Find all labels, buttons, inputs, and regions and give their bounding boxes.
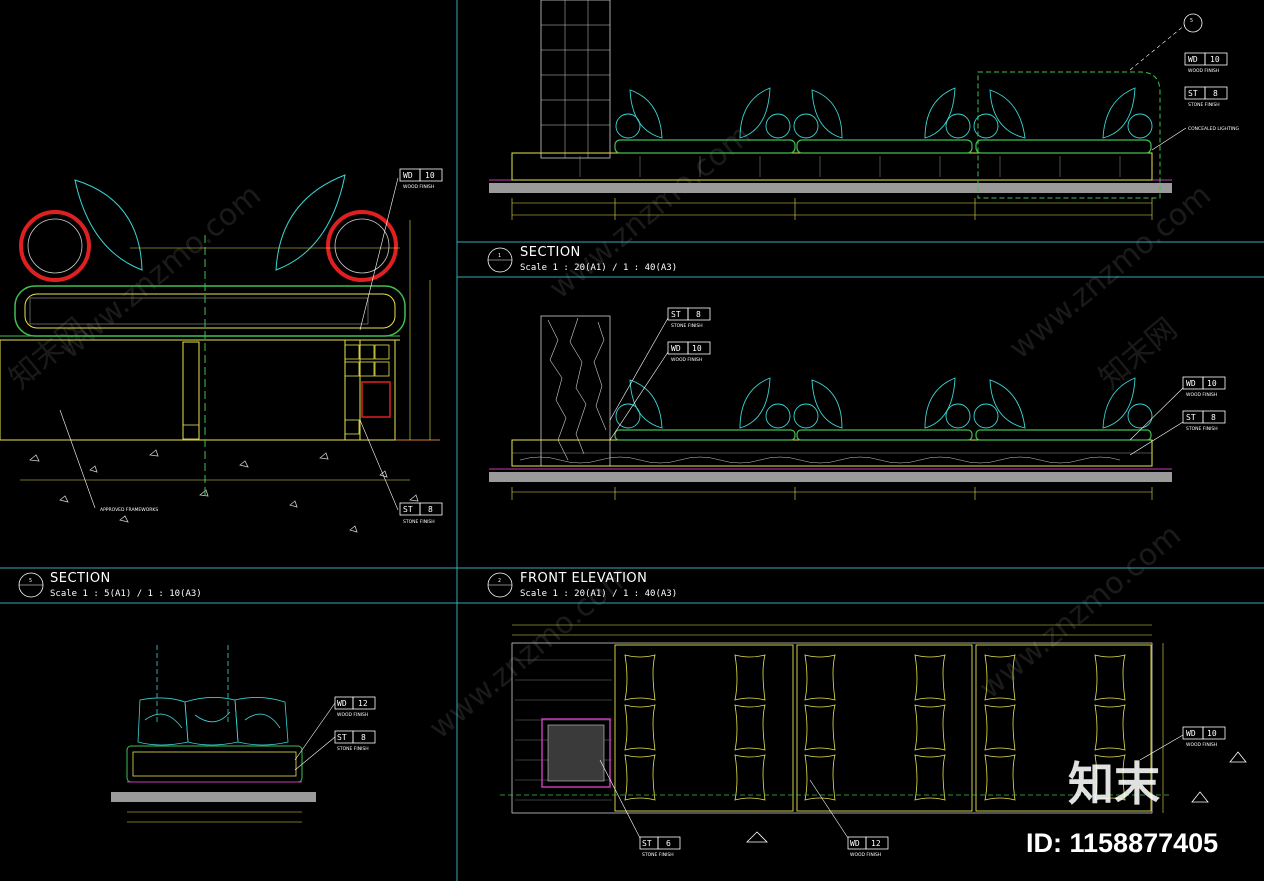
- tag-number: 8: [428, 505, 433, 514]
- tag-description: WOOD FINISH: [671, 357, 702, 363]
- view-title-section-1: 1 SECTION Scale 1 : 20(A1) / 1 : 40(A3): [487, 245, 677, 273]
- tag-wood-finish-mid: WD 10 WOOD FINISH: [667, 341, 711, 363]
- small-section-drawing: [111, 645, 336, 823]
- tag-number: 10: [425, 171, 435, 180]
- section-1-drawing: 5: [489, 0, 1203, 220]
- tag-description: STONE FINISH: [403, 519, 435, 525]
- tag-description: STONE FINISH: [1188, 102, 1220, 108]
- detail-callout-number: 5: [1190, 18, 1193, 24]
- view-scale: Scale 1 : 5(A1) / 1 : 10(A3): [50, 589, 202, 599]
- tag-description: STONE FINISH: [642, 852, 674, 858]
- tag-description: STONE FINISH: [337, 746, 369, 752]
- tag-description: WOOD FINISH: [1186, 742, 1217, 748]
- front-elevation-drawing: [500, 624, 1247, 843]
- watermark-id: ID: 1158877405: [1026, 828, 1218, 858]
- tag-stone-finish-top: ST 8 STONE FINISH: [1184, 86, 1228, 108]
- tag-description: STONE FINISH: [1186, 426, 1218, 432]
- tag-stone-finish-mid: ST 8 STONE FINISH: [667, 307, 711, 329]
- tag-type: ST: [642, 839, 652, 848]
- tag-description: WOOD FINISH: [337, 712, 368, 718]
- tag-wood-finish-elev: WD 12 WOOD FINISH: [847, 836, 889, 858]
- tag-type: WD: [850, 839, 860, 848]
- tag-number: 8: [696, 310, 701, 319]
- section-2-drawing: [489, 315, 1184, 500]
- tag-type: ST: [671, 310, 681, 319]
- tag-description: STONE FINISH: [671, 323, 703, 329]
- view-title-front-elevation: 2 FRONT ELEVATION Scale 1 : 20(A1) / 1 :…: [487, 571, 677, 599]
- tag-number: 10: [1207, 379, 1217, 388]
- tag-stone-finish-elev: ST 6 STONE FINISH: [639, 836, 681, 858]
- view-title-section-5: 5 SECTION Scale 1 : 5(A1) / 1 : 10(A3): [18, 571, 202, 599]
- tag-description: WOOD FINISH: [1186, 392, 1217, 398]
- watermark-logo: 知末: [1068, 757, 1160, 811]
- tag-number: 8: [1211, 413, 1216, 422]
- tag-wood-finish-top: WD 10 WOOD FINISH: [1184, 52, 1228, 74]
- view-scale: Scale 1 : 20(A1) / 1 : 40(A3): [520, 589, 677, 599]
- section-5-drawing: [0, 174, 440, 533]
- tag-wood-finish-elev-right: WD 10 WOOD FINISH: [1182, 726, 1226, 748]
- concealed-lighting-note: CONCEALED LIGHTING: [1188, 126, 1240, 132]
- tag-wood-finish-left: WD 10 WOOD FINISH: [399, 168, 443, 190]
- tag-description: WOOD FINISH: [403, 184, 434, 190]
- tag-type: ST: [337, 733, 347, 742]
- tag-type: WD: [337, 699, 347, 708]
- tag-number: 8: [361, 733, 366, 742]
- tag-type: ST: [403, 505, 413, 514]
- tag-number: 10: [692, 344, 702, 353]
- view-scale: Scale 1 : 20(A1) / 1 : 40(A3): [520, 263, 677, 273]
- tag-type: ST: [1188, 89, 1198, 98]
- tag-stone-finish-small: ST 8 STONE FINISH: [334, 730, 376, 752]
- view-number: 2: [498, 578, 501, 584]
- tag-stone-finish-mid-right: ST 8 STONE FINISH: [1182, 410, 1226, 432]
- tag-description: WOOD FINISH: [1188, 68, 1219, 74]
- view-number: 5: [29, 578, 32, 584]
- tag-number: 12: [871, 839, 881, 848]
- tag-number: 6: [666, 839, 671, 848]
- tag-type: ST: [1186, 413, 1196, 422]
- view-title: SECTION: [520, 245, 581, 260]
- framework-note: APPROVED FRAMEWORKS: [100, 507, 158, 513]
- view-number: 1: [498, 253, 501, 259]
- tag-type: WD: [671, 344, 681, 353]
- tag-type: WD: [403, 171, 413, 180]
- tag-wood-finish-small: WD 12 WOOD FINISH: [334, 696, 376, 718]
- tag-type: WD: [1188, 55, 1198, 64]
- tag-number: 10: [1207, 729, 1217, 738]
- tag-description: WOOD FINISH: [850, 852, 881, 858]
- tag-stone-finish-left: ST 8 STONE FINISH: [399, 502, 443, 525]
- view-title: SECTION: [50, 571, 111, 586]
- tag-type: WD: [1186, 379, 1196, 388]
- tag-number: 12: [358, 699, 368, 708]
- tag-type: WD: [1186, 729, 1196, 738]
- tag-number: 10: [1210, 55, 1220, 64]
- view-title: FRONT ELEVATION: [520, 571, 647, 586]
- tag-wood-finish-mid-right: WD 10 WOOD FINISH: [1182, 376, 1226, 398]
- tag-number: 8: [1213, 89, 1218, 98]
